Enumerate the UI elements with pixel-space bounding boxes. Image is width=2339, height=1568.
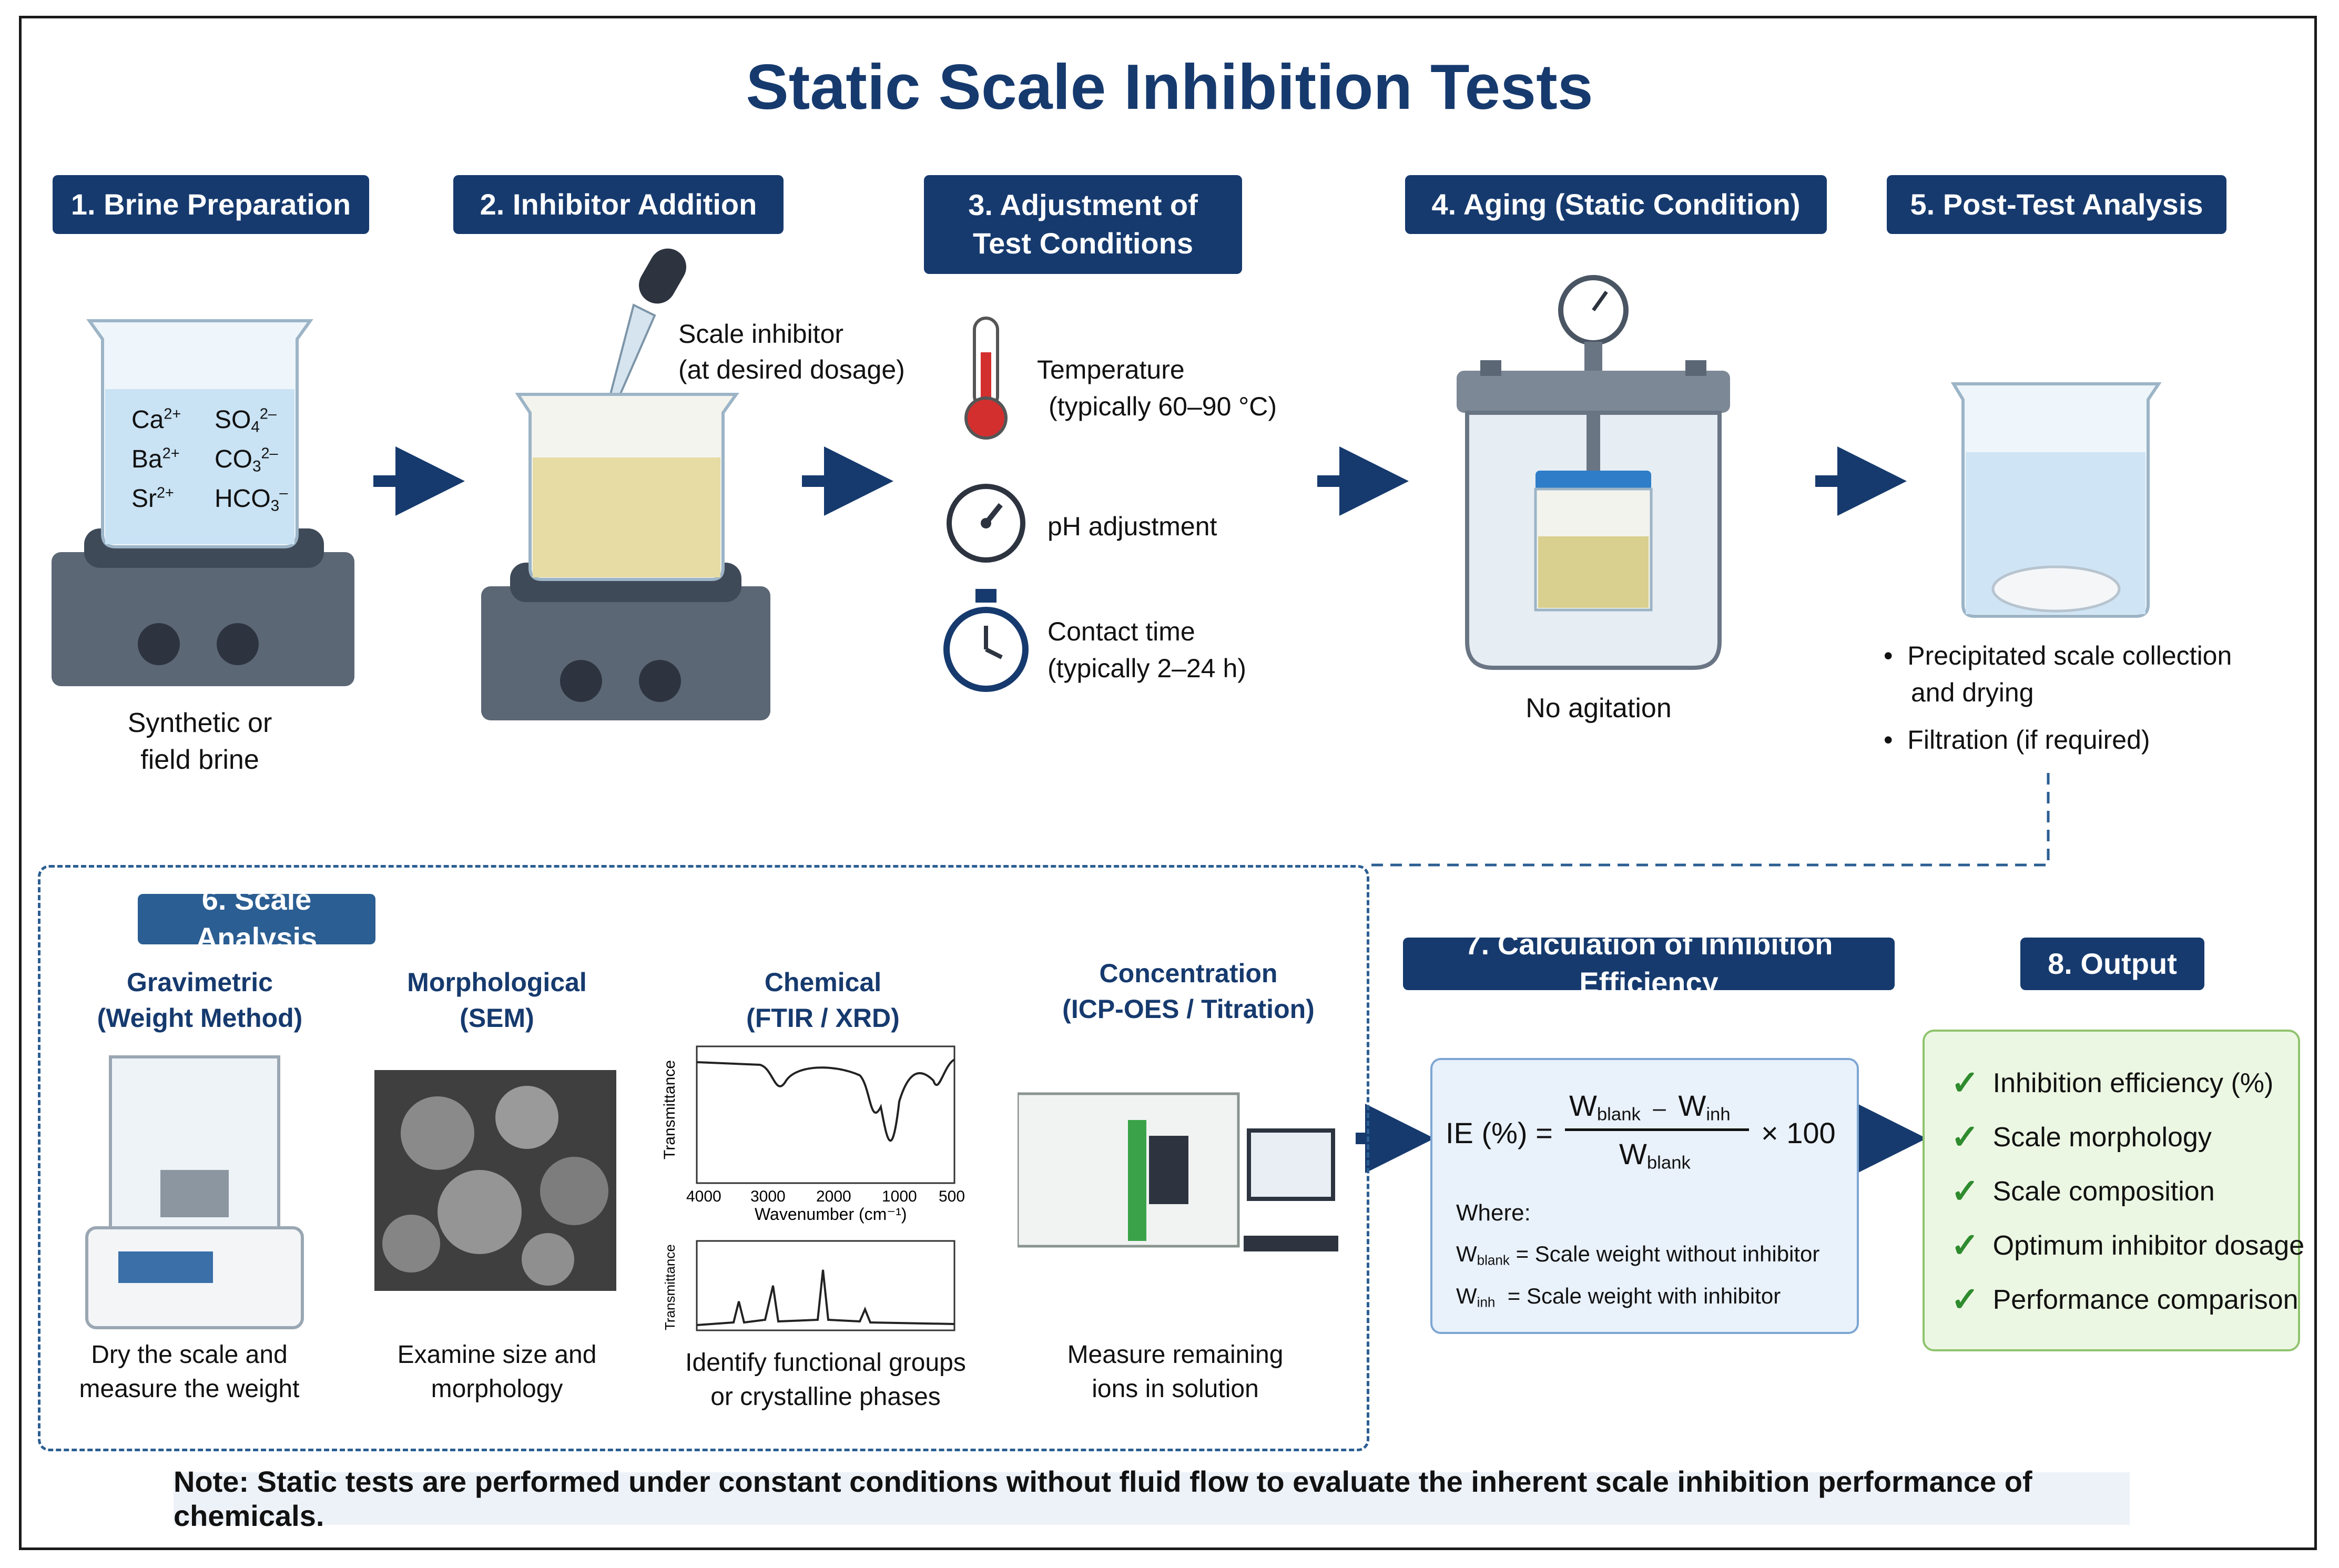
precipitate [1991, 565, 2121, 613]
xrd-line [696, 1269, 955, 1326]
knob-left [560, 660, 602, 702]
where-label: Where: [1456, 1200, 1531, 1226]
aging-caption: No agitation [1526, 693, 1672, 724]
xtick-4000: 4000 [686, 1188, 721, 1205]
def-winh: Winh = Scale weight with inhibitor [1456, 1284, 1781, 1310]
step-1-header: 1. Brine Preparation [53, 175, 369, 234]
knob-left [138, 623, 180, 665]
footer-note: Note: Static tests are performed under c… [174, 1465, 2130, 1532]
check-icon: ✓ [1951, 1064, 1979, 1102]
def-wblank: Wblank = Scale weight without inhibitor [1456, 1241, 1820, 1268]
ph-label: pH adjustment [1048, 512, 1217, 541]
ion-so4: SO42– [215, 405, 277, 436]
step-6-header: 6. Scale Analysis [138, 883, 375, 954]
equation-numerator: Wblank – Winh [1569, 1089, 1731, 1125]
analytical-balance-illustration [85, 1055, 304, 1329]
step-8-header: 8. Output [2020, 938, 2204, 990]
output-item: ✓Performance comparison [1951, 1280, 2299, 1318]
check-icon: ✓ [1951, 1118, 1979, 1156]
ftir-xlabel: Wavenumber (cm⁻¹) [755, 1205, 907, 1224]
check-icon: ✓ [1951, 1172, 1979, 1210]
ftir-line [696, 1058, 955, 1142]
fraction-bar [1565, 1128, 1749, 1131]
sem-image [374, 1070, 616, 1291]
hot-plate-base [481, 586, 770, 720]
knob-right [217, 623, 259, 665]
page-title: Static Scale Inhibition Tests [746, 51, 1593, 123]
outer-frame [19, 16, 2317, 1550]
thermometer-icon [964, 317, 1008, 440]
hot-plate-base [52, 552, 354, 686]
concentration-title: Concentration(ICP-OES / Titration) [1062, 959, 1315, 1024]
ftir-xrd-plots: Transmittance 4000 3000 2000 1000 500 Wa… [661, 1045, 965, 1331]
equation-denominator: Wblank [1619, 1137, 1691, 1173]
xrd-ylabel: Transmittance [662, 1244, 678, 1330]
inhibitor-beaker-illustration [481, 248, 770, 720]
equation-lhs: IE (%) = [1446, 1116, 1553, 1149]
knob-right [639, 660, 681, 702]
post-test-beaker-illustration [1950, 382, 2162, 618]
ftir-ylabel: Transmittance [661, 1060, 678, 1159]
equation-box: IE (%) = Wblank – Winh Wblank × 100 Wher… [1430, 1058, 1859, 1334]
xtick-2000: 2000 [816, 1188, 851, 1205]
morphological-title: Morphological(SEM) [407, 968, 587, 1033]
output-item: ✓Inhibition efficiency (%) [1951, 1064, 2274, 1102]
brine-beaker-illustration [52, 319, 354, 686]
chemical-title: Chemical(FTIR / XRD) [746, 968, 900, 1033]
xtick-500: 500 [939, 1188, 965, 1205]
ftir-frame [696, 1045, 955, 1184]
dropper-bulb [639, 248, 686, 304]
xtick-3000: 3000 [750, 1188, 786, 1205]
ion-ca: Ca2+ [131, 405, 181, 434]
temperature-label: Temperature(typically 60–90 °C) [1037, 355, 1277, 421]
brine-liquid [105, 389, 294, 544]
gravimetric-title: Gravimetric(Weight Method) [97, 968, 303, 1033]
xtick-1000: 1000 [882, 1188, 917, 1205]
post-bullet-1: • Precipitated scale collection and dryi… [1884, 641, 2232, 707]
aging-liquid [1538, 536, 1649, 608]
step-2-header: 2. Inhibitor Addition [453, 175, 784, 234]
output-item: ✓Scale morphology [1951, 1118, 2212, 1156]
check-icon: ✓ [1951, 1280, 1979, 1318]
vessel-lid [1457, 371, 1730, 413]
inhibitor-liquid [533, 457, 720, 577]
post-bullet-2: • Filtration (if required) [1884, 725, 2150, 755]
step-7-header: 7. Calculation of Inhibition Efficiency [1403, 928, 1895, 999]
dropper-tube [608, 303, 656, 401]
icp-oes-instrument-illustration [1018, 1092, 1338, 1251]
inhibitor-label: Scale inhibitor(at desired dosage) [678, 319, 905, 384]
ion-co3: CO32– [215, 445, 278, 475]
output-box: ✓Inhibition efficiency (%) ✓Scale morpho… [1923, 1030, 2304, 1351]
ion-hco3: HCO3– [215, 484, 288, 515]
step-5-header: 5. Post-Test Analysis [1887, 175, 2226, 234]
dashed-connector [1367, 773, 2050, 867]
inner-beaker-cap [1535, 471, 1651, 491]
stopwatch-icon [943, 589, 1029, 692]
output-item: ✓Scale composition [1951, 1172, 2215, 1210]
ion-ba: Ba2+ [131, 445, 180, 473]
check-icon: ✓ [1951, 1226, 1979, 1264]
ion-sr: Sr2+ [131, 484, 174, 513]
equation-times: × 100 [1761, 1116, 1836, 1149]
step-4-header: 4. Aging (Static Condition) [1405, 175, 1827, 234]
ph-gauge-icon [947, 484, 1025, 563]
aging-vessel-illustration [1457, 275, 1730, 670]
scale-analysis-panel [38, 865, 1369, 1451]
contact-time-label: Contact time(typically 2–24 h) [1048, 617, 1246, 683]
output-item: ✓Optimum inhibitor dosage [1951, 1226, 2305, 1264]
step-3-header: 3. Adjustment of Test Conditions [924, 175, 1242, 274]
